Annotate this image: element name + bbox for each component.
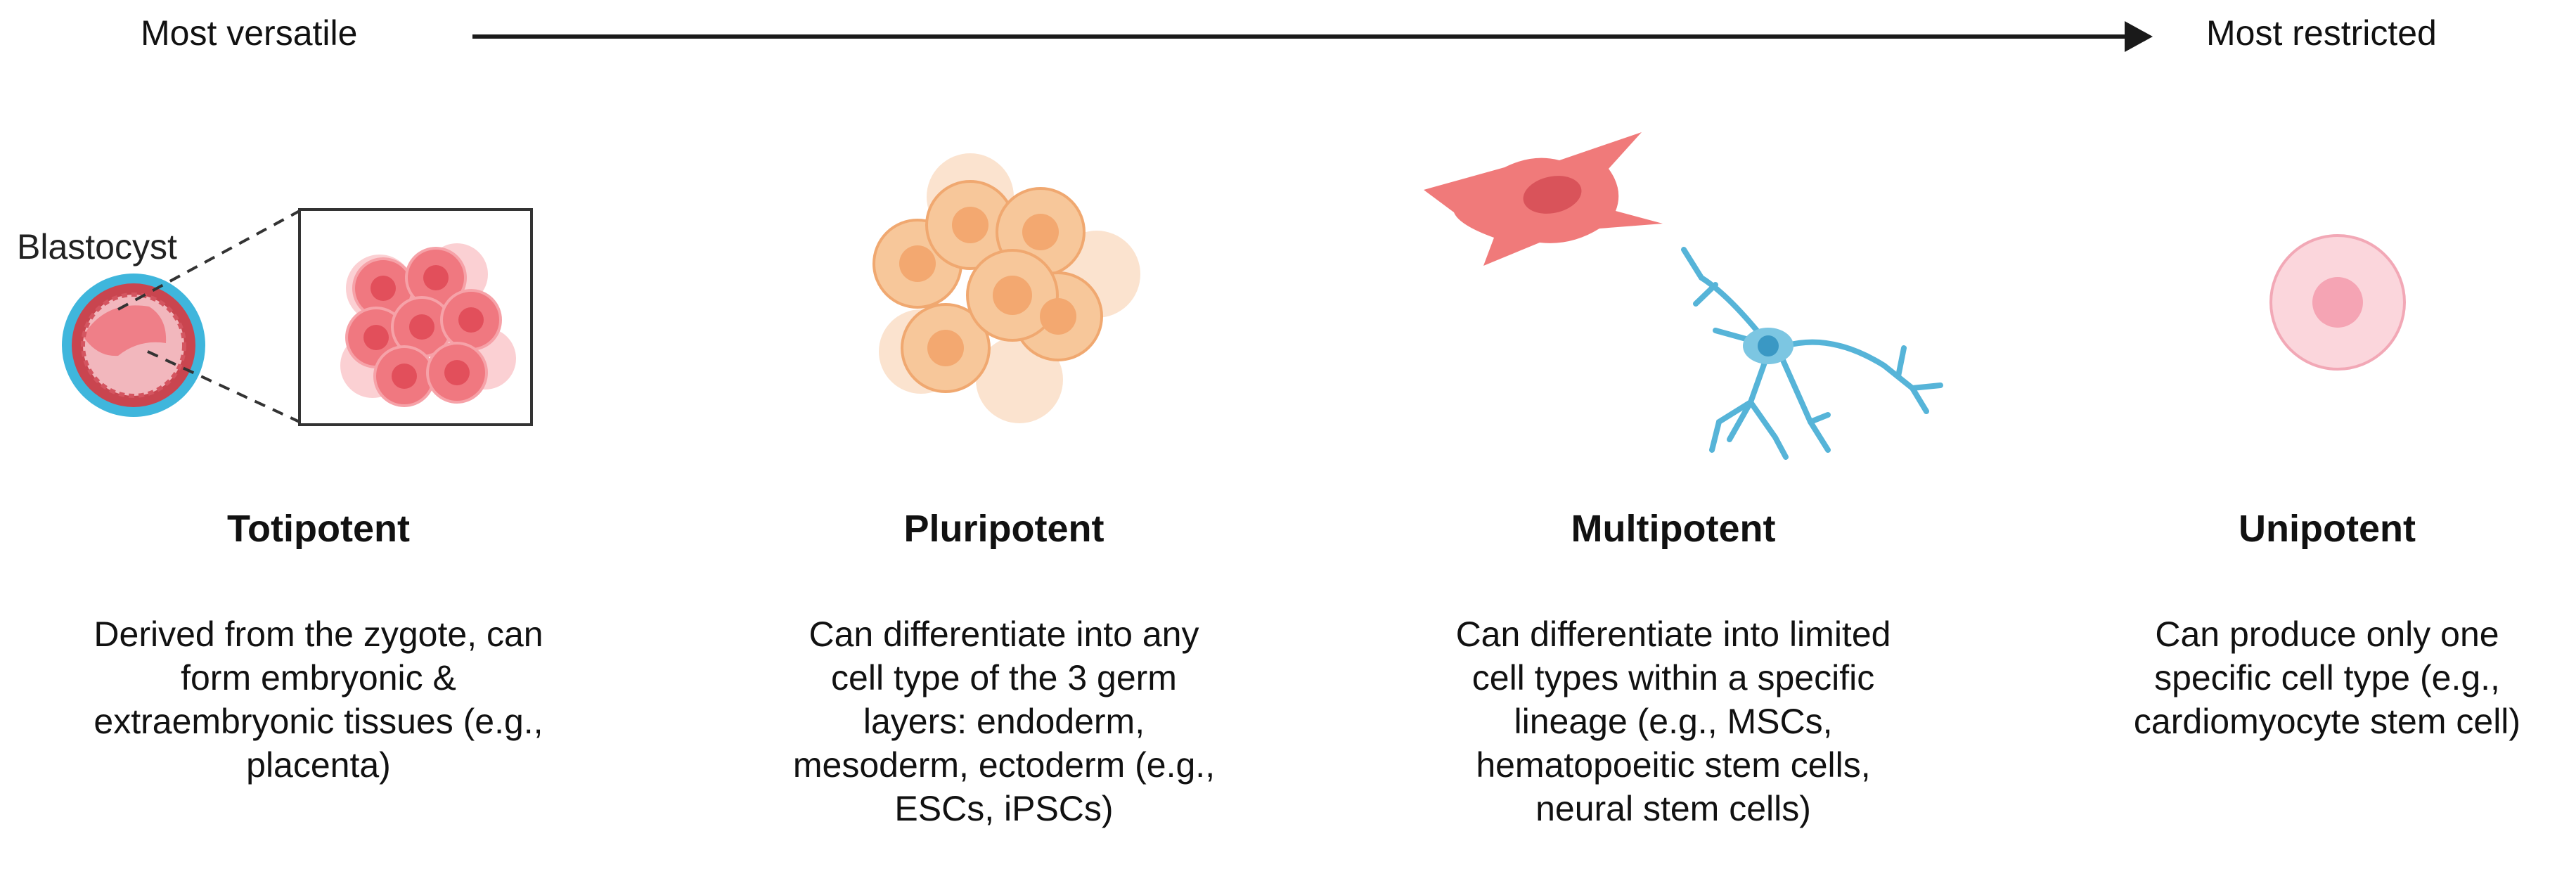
pluripotent-cell-cluster-icon — [872, 153, 1140, 423]
cell-illustrations — [62, 132, 2406, 460]
pluripotent-column: Pluripotent Can differentiate into any c… — [702, 506, 1306, 830]
blastocyst-label: Blastocyst — [17, 227, 177, 266]
morula-icon — [340, 243, 516, 407]
potency-arrow — [472, 21, 2153, 52]
zoom-lines — [117, 210, 300, 423]
most-versatile-label: Most versatile — [141, 13, 358, 53]
multipotent-description: Can differentiate into limited cell type… — [1455, 614, 1891, 828]
multipotent-title: Multipotent — [1571, 508, 1776, 550]
blastocyst-icon — [62, 274, 205, 417]
pluripotent-description: Can differentiate into any cell type of … — [792, 614, 1216, 828]
most-restricted-label: Most restricted — [2206, 13, 2437, 53]
pluripotent-title: Pluripotent — [903, 508, 1105, 550]
unipotent-cell-icon — [2269, 234, 2406, 371]
totipotent-title: Totipotent — [227, 508, 410, 550]
fibroblast-cell-icon — [1424, 132, 1663, 266]
unipotent-title: Unipotent — [2239, 508, 2416, 550]
unipotent-column: Unipotent Can produce only one specific … — [2025, 506, 2576, 743]
unipotent-description: Can produce only one specific cell type … — [2133, 614, 2521, 741]
totipotent-column: Totipotent Derived from the zygote, can … — [16, 506, 621, 787]
neuron-cell-icon — [1681, 247, 1943, 460]
multipotent-column: Multipotent Can differentiate into limit… — [1371, 506, 1976, 830]
neuron-nucleus — [1758, 335, 1779, 356]
totipotent-description: Derived from the zygote, can form embryo… — [94, 614, 543, 785]
